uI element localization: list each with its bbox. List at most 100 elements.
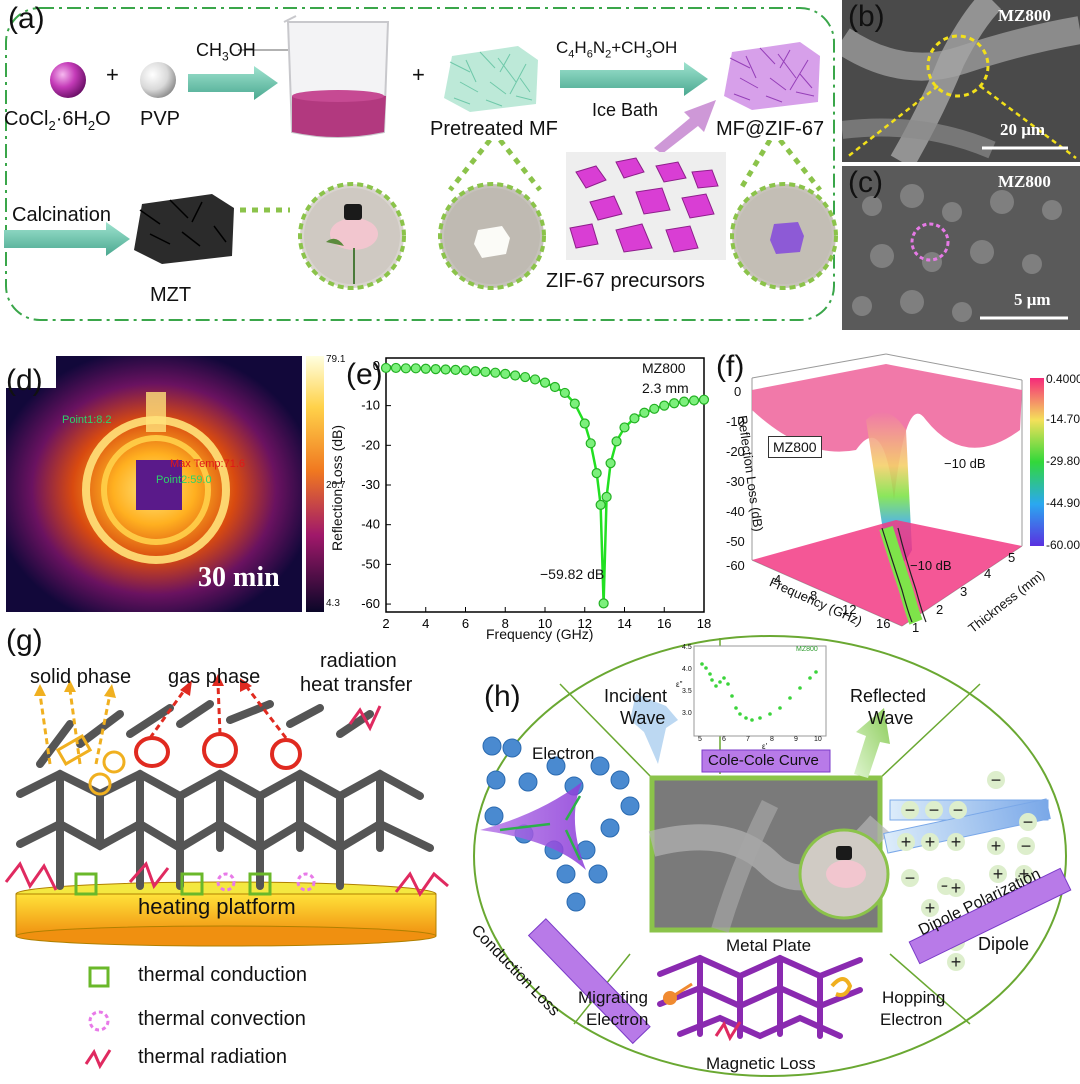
inset-ytick-2: 3.5 — [682, 688, 692, 695]
x-tick-label: 8 — [502, 616, 509, 631]
panel-a-letter: (a) — [8, 2, 45, 35]
x-tick-0: 4 — [774, 572, 782, 587]
electron-label: Electron — [532, 744, 595, 763]
colorbar-mid: 20.7 — [326, 480, 346, 491]
inset-xtick-2: 7 — [746, 736, 750, 743]
svg-text:+: + — [951, 832, 962, 852]
surface-sample-label: MZ800 — [768, 436, 822, 458]
pretreated-mf-photo-circle — [438, 182, 546, 290]
colorbar-label-1: -14.70 — [1046, 412, 1080, 426]
point2-readout: Point2:59.0 — [156, 474, 212, 486]
data-point — [688, 395, 700, 406]
x-tick-label: 16 — [657, 616, 671, 631]
data-point — [450, 364, 461, 376]
panel-a-frame — [5, 7, 835, 321]
svg-text:−: − — [991, 770, 1002, 790]
sample-label-c: MZ800 — [998, 172, 1051, 191]
radiation-label-2: heat transfer — [300, 674, 413, 696]
z-tick-3: -30 — [726, 474, 745, 489]
z-tick-0: 0 — [734, 384, 742, 399]
data-point — [539, 377, 551, 388]
pretreated-mf-sponge-icon — [444, 46, 538, 112]
legend-convection-label: thermal convection — [138, 1008, 306, 1030]
panel-a: (a) CoCl2·6H2O + PVP CH3OH + Pretreated … — [0, 0, 840, 330]
inset-ytick-1: 4.0 — [682, 666, 692, 673]
data-point — [669, 398, 680, 409]
x-tick-3: 16 — [876, 616, 891, 631]
data-point — [500, 368, 511, 379]
data-point — [559, 387, 570, 399]
colorbar-min: 4.3 — [326, 598, 340, 609]
mzt-label: MZT — [150, 284, 192, 306]
z-tick-6: -60 — [726, 558, 745, 573]
chart-sample-label: MZ800 — [642, 360, 686, 376]
heating-platform-label: heating platform — [138, 894, 296, 919]
svg-text:+: + — [951, 952, 962, 972]
colorbar-label-4: -60.00 — [1046, 538, 1080, 552]
data-point — [529, 374, 541, 385]
x-tick-2: 12 — [842, 602, 857, 617]
z-tick-1: -10 — [726, 414, 745, 429]
data-point — [400, 363, 411, 374]
inset-legend: MZ800 — [796, 646, 818, 653]
panel-d-letter: (d) — [6, 364, 43, 397]
plus-sign-2: + — [412, 62, 425, 87]
data-point — [629, 413, 640, 424]
x-tick-label: 12 — [578, 616, 592, 631]
x-tick-label: 14 — [617, 616, 631, 631]
flower-photo-circle — [298, 182, 406, 290]
data-point — [649, 403, 660, 414]
mf-zif67-photo-circle — [730, 182, 838, 290]
y-tick-1: 2 — [936, 602, 944, 617]
max-temp-readout: Max Temp:71.6 — [170, 458, 246, 470]
svg-text:+: + — [1019, 864, 1030, 884]
inset-ylabel: ε" — [676, 680, 683, 689]
data-point — [598, 598, 609, 609]
magnetic-loss-label: Magnetic Loss — [706, 1054, 816, 1073]
point1-readout: Point1:8.2 — [62, 414, 112, 426]
y-tick-label: -20 — [361, 437, 380, 452]
panel-c-letter: (c) — [848, 166, 883, 199]
scale-bar-label-b: 20 μm — [1000, 120, 1046, 139]
thermal-transfer-diagram — [4, 674, 449, 1070]
panel-b-letter: (b) — [848, 0, 885, 33]
mf-zif67-label: MF@ZIF-67 — [716, 118, 825, 140]
reflected-wave-label-1: Reflected — [850, 686, 927, 706]
panel-d: (d) Point1:8.2 Max Temp:71.6 Point2:59.0… — [6, 354, 346, 612]
data-point — [410, 363, 421, 374]
y-tick-label: -30 — [361, 477, 380, 492]
y-tick-0: 1 — [912, 620, 920, 635]
svg-text:+: + — [925, 898, 936, 918]
colorbar-label-0: 0.4000 — [1046, 372, 1080, 386]
data-point — [440, 364, 451, 375]
cole-cole-inset-frame — [693, 645, 827, 737]
data-point — [619, 422, 630, 433]
y-tick-label: -60 — [361, 596, 380, 611]
x-tick-label: 6 — [462, 616, 469, 631]
svg-text:−: − — [953, 800, 964, 820]
thermal-image — [6, 356, 324, 612]
y-tick-label: 0 — [373, 358, 380, 373]
panel-g: (g) solid phase gas phase radiation heat… — [0, 624, 470, 1079]
sem-image-b — [834, 0, 1080, 169]
y-tick-4: 5 — [1008, 550, 1016, 565]
solid-phase-label: solid phase — [30, 666, 132, 688]
data-point — [430, 364, 441, 375]
dipole-label: Dipole — [978, 934, 1030, 954]
panel-c: (c) MZ800 5 μm — [842, 166, 1080, 330]
svg-text:+: + — [951, 878, 962, 898]
svg-text:−: − — [929, 800, 940, 820]
svg-text:−: − — [1023, 812, 1034, 832]
migrating-electron-label-1: Migrating — [578, 988, 648, 1007]
data-point — [591, 467, 602, 479]
data-point — [679, 396, 690, 407]
chart-x-axis-label: Frequency (GHz) — [486, 626, 594, 642]
arrow-right-icon — [188, 66, 278, 100]
cobalt-chloride-sphere-icon — [50, 62, 86, 98]
colorbar-label-3: -44.90 — [1046, 496, 1080, 510]
cole-cole-ribbon — [701, 749, 831, 773]
svg-text:+: + — [925, 832, 936, 852]
arrow-left-icon — [4, 222, 130, 256]
